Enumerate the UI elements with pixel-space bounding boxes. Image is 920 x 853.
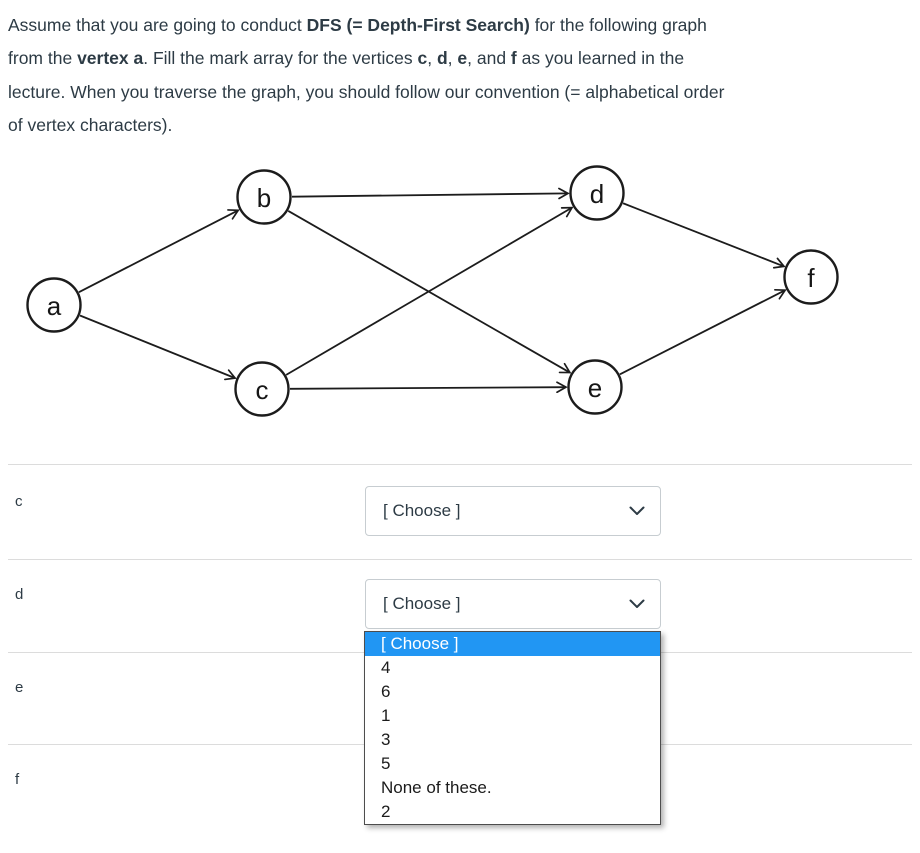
edge-d-f: [622, 202, 786, 269]
chevron-down-icon: [629, 506, 645, 515]
graph-node-f: f: [783, 249, 839, 305]
dropdown-option[interactable]: None of these.: [381, 778, 492, 797]
question-segment: for the following graph: [529, 15, 707, 35]
chevron-down-icon: [629, 599, 645, 608]
graph-node-label: a: [47, 291, 62, 321]
row-label-e: e: [15, 679, 24, 696]
question-segment: from the: [8, 48, 78, 69]
question-segment-bold: vertex a: [77, 48, 144, 69]
question-text: Assume that you are going to conduct DFS…: [8, 9, 906, 143]
edge-a-b: [78, 209, 240, 293]
question-segment: Assume that you are going to conduct: [8, 15, 307, 35]
graph-node-label: e: [588, 373, 602, 403]
graph-node-a: a: [26, 277, 82, 333]
dropdown-option[interactable]: 5: [381, 754, 391, 773]
graph-node-b: b: [236, 169, 292, 225]
mark-select-d[interactable]: [ Choose ]: [365, 579, 661, 629]
edge-e-f: [619, 288, 787, 376]
select-value: [ Choose ]: [383, 594, 461, 613]
question-line: of vertex characters).: [8, 109, 906, 142]
question-segment: , and: [467, 48, 511, 69]
graph-node-d: d: [569, 165, 625, 221]
question-segment: as you learned in the: [516, 48, 685, 69]
dropdown-option[interactable]: 4: [381, 658, 391, 677]
dropdown-option[interactable]: 2: [381, 802, 391, 821]
row-label-c: c: [15, 493, 23, 510]
graph-node-c: c: [234, 361, 290, 417]
row-divider: [8, 559, 912, 560]
dropdown-option[interactable]: 6: [381, 682, 391, 701]
question-segment: of vertex characters).: [8, 115, 173, 136]
question-segment: . Fill the mark array for the vertices: [143, 48, 418, 69]
edge-b-d: [291, 187, 570, 200]
row-label-f: f: [15, 771, 20, 788]
question-segment: ,: [447, 48, 458, 69]
dropdown-option[interactable]: 3: [381, 730, 391, 749]
graph-node-label: b: [257, 183, 271, 213]
question-segment-bold: c: [417, 48, 428, 69]
graph-node-label: f: [807, 263, 815, 293]
edge-c-d: [285, 206, 574, 376]
graph-node-label: d: [590, 179, 604, 209]
question-segment: lecture. When you traverse the graph, yo…: [8, 81, 725, 102]
dropdown-option-highlighted[interactable]: [ Choose ]: [365, 632, 660, 656]
question-segment-bold: DFS (= Depth-First Search): [306, 15, 530, 35]
row-divider: [8, 464, 912, 465]
question-line: lecture. When you traverse the graph, yo…: [8, 76, 906, 109]
row-label-d: d: [15, 586, 24, 603]
question-segment-bold: f: [510, 48, 517, 69]
question-line: from the vertex a. Fill the mark array f…: [8, 42, 906, 75]
select-value: [ Choose ]: [383, 501, 461, 520]
dropdown-option[interactable]: 1: [381, 706, 391, 725]
mark-select-c[interactable]: [ Choose ]: [365, 486, 661, 536]
edge-c-e: [289, 381, 568, 394]
graph-node-e: e: [567, 359, 623, 415]
question-segment-bold: e: [457, 48, 468, 69]
question-segment: ,: [427, 48, 437, 69]
graph-node-label: c: [256, 375, 269, 405]
question-segment-bold: d: [436, 48, 448, 69]
question-line: Assume that you are going to conduct DFS…: [8, 9, 906, 42]
edge-a-c: [79, 314, 237, 381]
